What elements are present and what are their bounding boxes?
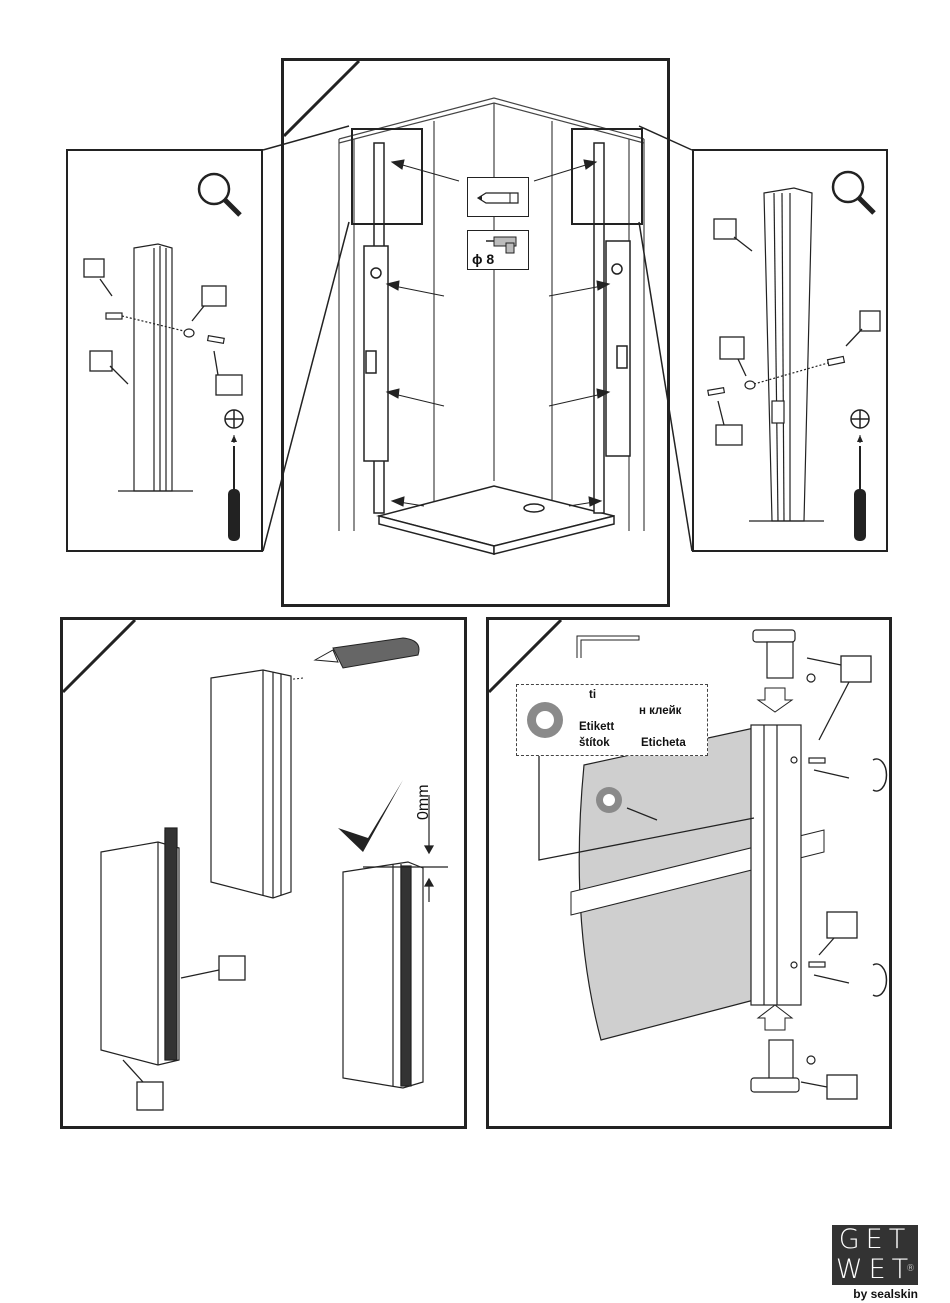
knife-icon [315,638,419,668]
screwdriver-icon [854,446,866,541]
screwdriver-icon [228,446,240,541]
logo-tagline: by sealskin [832,1287,918,1301]
label-line4-right: Eticheta [641,737,686,749]
left-zoom-drawing [68,151,265,554]
panel-zoom-left [66,149,263,552]
phillips-icon [225,410,243,428]
label-callout: ti н клейк Etikett štítok Eticheta [516,684,708,756]
panel-cut: 0mm [60,617,467,1129]
logo-line2: WET [836,1254,914,1285]
logo-line1: GET [832,1225,918,1255]
dimension-label: 0mm [415,784,433,820]
magnifier-icon [199,174,240,215]
cut-drawing [63,620,470,1132]
logo-registered: ® [906,1254,915,1284]
panel-zoom-right [692,149,888,552]
label-line1: ti [589,689,596,701]
label-line2: н клейк [639,705,681,717]
label-line4-left: štítok [579,737,610,749]
label-line3: Etikett [579,721,614,733]
panel-door: ti н клейк Etikett štítok Eticheta [486,617,892,1129]
checkmark-icon [338,780,403,852]
magnifier-icon [833,172,874,213]
rotate-arrow-icon [873,759,886,996]
label-sticker-icon [525,700,565,740]
hex-key-icon [577,636,639,658]
right-zoom-drawing [694,151,890,554]
phillips-icon [851,410,869,428]
brand-logo: GET WET ® by sealskin [832,1225,918,1301]
